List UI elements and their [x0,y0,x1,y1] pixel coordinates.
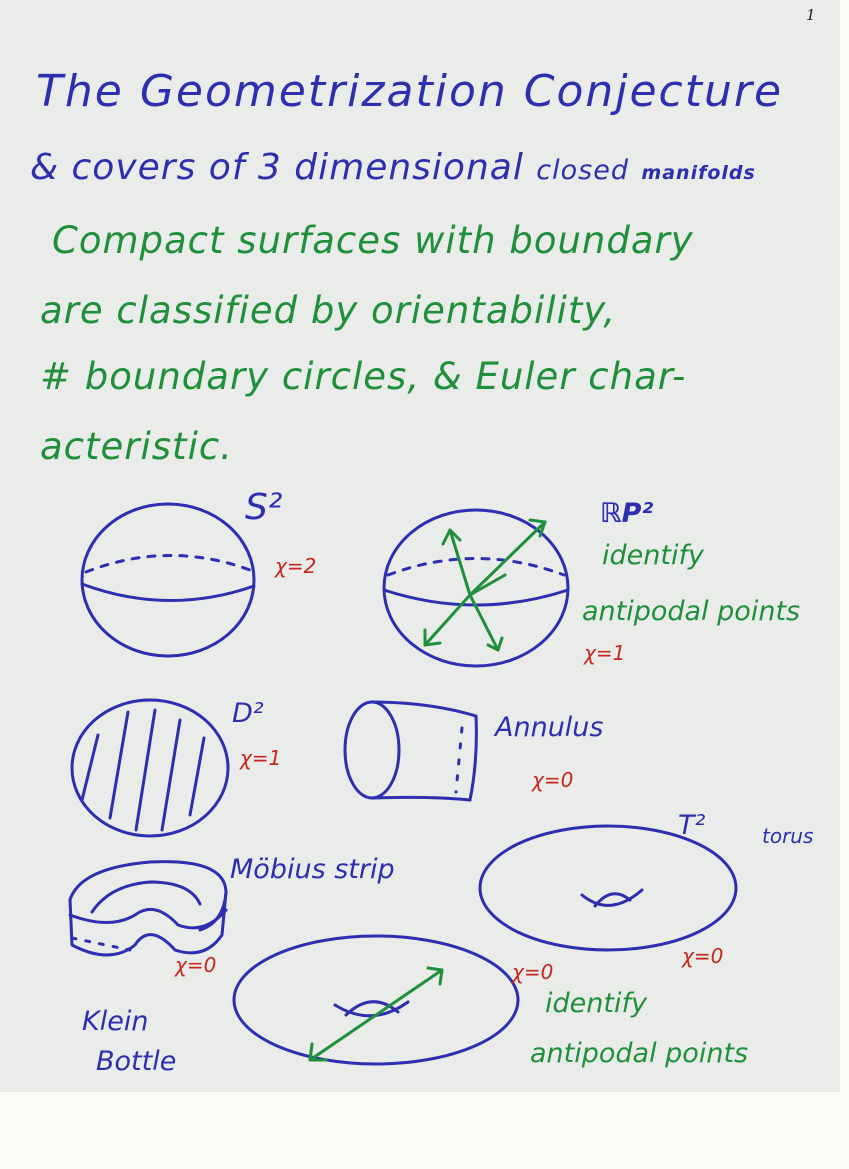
klein-label-2: Bottle [96,1046,177,1077]
klein-note-2: antipodal points [530,1038,749,1069]
sphere-drawing [80,502,256,658]
klein-euler: χ=0 [512,960,554,984]
disk-drawing [70,698,230,838]
projective-plane-euler: χ=1 [584,641,626,665]
projective-plane-note-1: identify [602,540,704,571]
annulus-label: Annulus [495,712,604,743]
subtitle-prefix: & covers of 3 dimensional [30,147,524,188]
klein-label-1: Klein [82,1006,149,1037]
disk-euler: χ=1 [240,746,282,770]
mobius-drawing [68,860,228,957]
intro-line-2: are classified by orientability, [40,289,617,332]
page-title: The Geometrization Conjecture [36,66,784,117]
klein-note-1: identify [545,988,647,1019]
torus-word: torus [762,824,814,848]
subtitle-manifolds: manifolds [641,162,756,184]
klein-bottle-drawing [232,934,520,1066]
subtitle-closed: closed [536,155,629,186]
intro-line-4: acteristic. [40,425,233,468]
page-subtitle: & covers of 3 dimensional closed manifol… [30,150,756,186]
disk-label: D² [232,698,264,729]
page-number: 1 [806,6,816,24]
annulus-euler: χ=0 [532,768,574,792]
projective-plane-label: ℝP² [600,498,654,529]
sphere-label: S² [245,487,283,528]
projective-plane-drawing [382,508,570,668]
torus-label: T² [678,810,706,841]
mobius-euler: χ=0 [175,953,217,977]
torus-euler: χ=0 [682,944,724,968]
sphere-euler: χ=2 [275,554,317,578]
scan-margin [0,1092,849,1169]
annulus-drawing [343,700,478,802]
notebook-page [0,0,840,1092]
torus-drawing [478,824,738,952]
mobius-label: Möbius strip [230,854,395,885]
projective-plane-note-2: antipodal points [582,596,801,627]
intro-line-3: # boundary circles, & Euler char- [40,355,687,398]
intro-line-1: Compact surfaces with boundary [52,219,694,262]
